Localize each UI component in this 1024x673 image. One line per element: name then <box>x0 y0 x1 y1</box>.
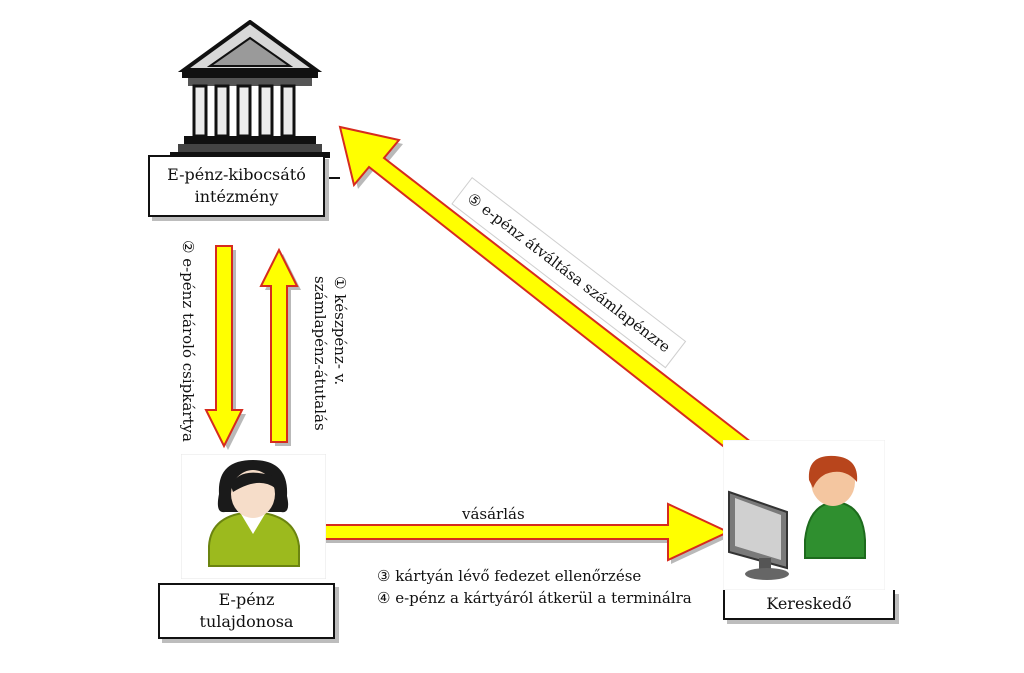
arrow-holder-to-issuer <box>259 247 299 443</box>
step3-label: ③ kártyán lévő fedezet ellenőrzése <box>377 567 642 585</box>
holder-box: E-pénz tulajdonosa <box>158 583 335 639</box>
user-avatar-icon <box>181 454 326 579</box>
issuer-label-line1: E-pénz-kibocsátó <box>167 165 306 184</box>
purchase-label: vásárlás <box>462 505 525 523</box>
arrow-issuer-to-holder <box>204 245 244 449</box>
arrow-holder-to-merchant <box>307 502 731 562</box>
merchant-computer-icon <box>723 440 885 590</box>
arrow-merchant-to-issuer <box>338 125 771 474</box>
holder-label-line1: E-pénz <box>218 590 275 609</box>
step1-line1: ① készpénz- v. <box>331 276 349 386</box>
arrow-group <box>204 125 771 562</box>
merchant-label: Kereskedő <box>766 594 852 613</box>
step1-label: ① készpénz- v. számlapénz-átutalás <box>310 276 350 431</box>
step1-line2: számlapénz-átutalás <box>311 276 329 431</box>
issuer-label-line2: intézmény <box>194 187 279 206</box>
step2-label: ② e-pénz tároló csipkártya <box>179 240 197 442</box>
merchant-box: Kereskedő <box>723 590 895 620</box>
holder-label-line2: tulajdonosa <box>199 612 294 631</box>
step4-label: ④ e-pénz a kártyáról átkerül a terminálr… <box>377 589 692 607</box>
issuer-box: E-pénz-kibocsátó intézmény <box>148 155 325 217</box>
